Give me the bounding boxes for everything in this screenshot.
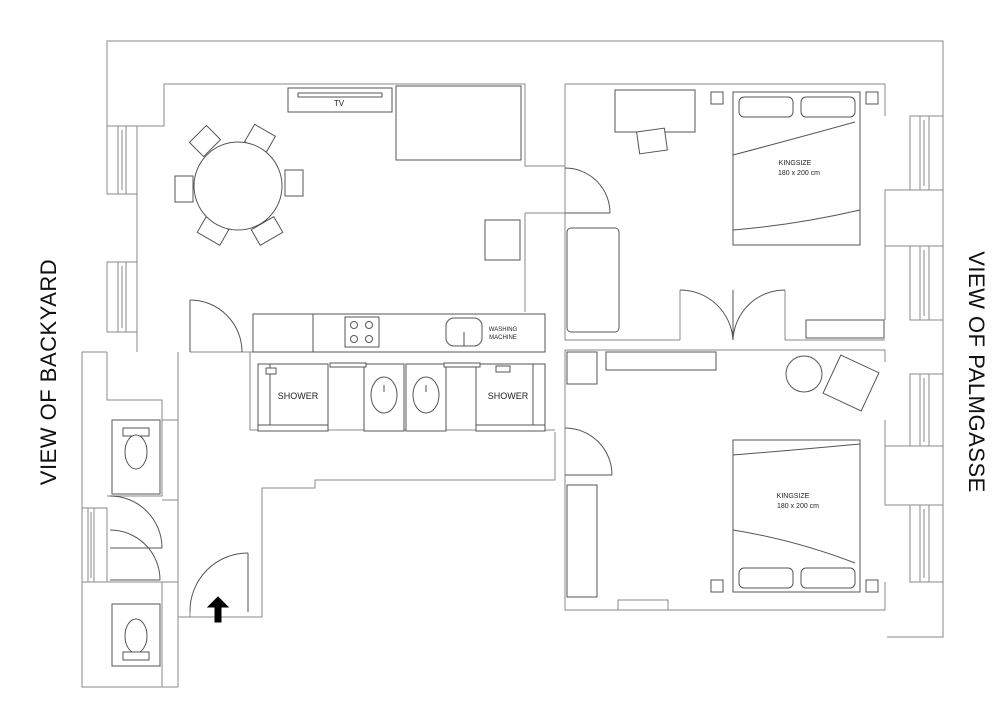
tv-label: TV xyxy=(334,99,345,108)
toilet-upper xyxy=(112,420,160,494)
door-wc-lower xyxy=(110,530,160,580)
bed-bottom-size: KINGSIZE xyxy=(777,493,810,500)
cabinet-bottom-left xyxy=(567,352,597,384)
door-top-bedroom xyxy=(565,168,610,213)
door-top-bedroom-double xyxy=(680,290,785,340)
bed-top-size: KINGSIZE xyxy=(779,160,812,167)
nightstand-top-left xyxy=(711,92,723,104)
toilet-lower xyxy=(112,604,160,666)
cabinet-living xyxy=(485,220,520,260)
wardrobe-bottom-bedroom xyxy=(567,485,597,597)
door-living-corridor xyxy=(190,300,242,352)
tv-stand xyxy=(288,88,392,112)
armchair xyxy=(823,355,879,411)
kitchen-counter xyxy=(253,314,545,352)
outer-walls xyxy=(82,41,943,687)
dining-table xyxy=(175,124,303,245)
sofa-living xyxy=(396,86,521,160)
washing-machine-label-1: WASHING xyxy=(489,327,518,333)
sofa-top-bedroom xyxy=(567,228,619,332)
shower-left-label: SHOWER xyxy=(278,391,319,401)
entrance-arrow-icon xyxy=(208,597,228,622)
desk-top-bedroom xyxy=(615,90,695,154)
cabinet-top-bedroom xyxy=(806,320,884,338)
bed-bottom xyxy=(733,440,860,592)
door-bottom-bedroom xyxy=(565,428,612,475)
windows-left xyxy=(82,126,137,582)
nightstand-top-right xyxy=(866,92,878,104)
shelf-bottom-bedroom xyxy=(606,352,716,370)
view-right-label: VIEW OF PALMGASSE xyxy=(964,251,989,493)
view-left-label: VIEW OF BACKYARD xyxy=(36,259,61,485)
bathroom-left xyxy=(258,363,404,431)
nightstand-bottom-right xyxy=(866,580,878,592)
side-table xyxy=(786,356,822,392)
nightstand-bottom-left xyxy=(711,580,723,592)
bed-top xyxy=(733,92,860,245)
window-bottom-bedroom xyxy=(618,600,668,610)
bed-top-dims: 180 x 200 cm xyxy=(778,170,820,177)
windows-right xyxy=(885,116,943,582)
door-wc-upper xyxy=(110,496,162,548)
washing-machine-label-2: MACHINE xyxy=(489,335,517,341)
bathroom-right xyxy=(406,363,545,431)
shower-right-label: SHOWER xyxy=(488,391,529,401)
bed-bottom-dims: 180 x 200 cm xyxy=(777,503,819,510)
door-entrance xyxy=(190,553,248,617)
